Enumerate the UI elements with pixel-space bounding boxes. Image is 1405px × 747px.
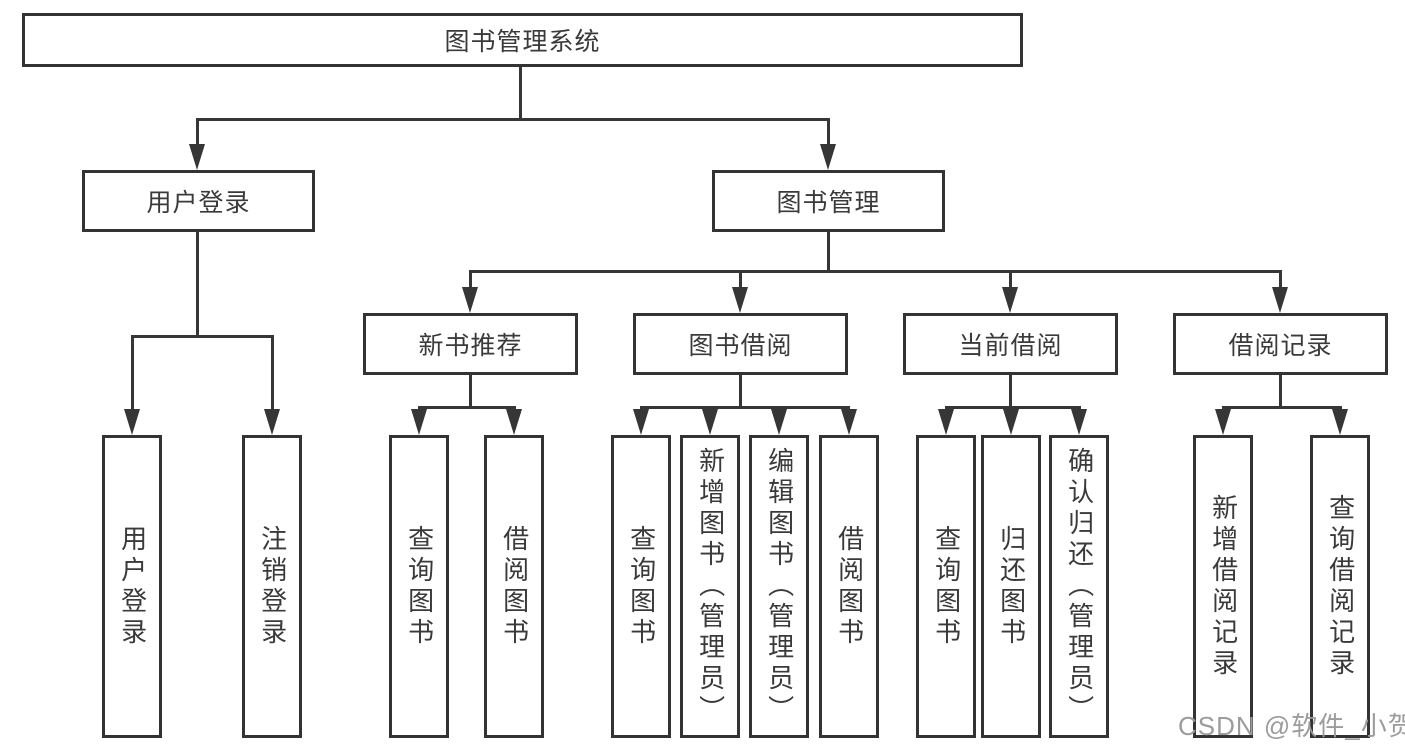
connector-line — [131, 335, 274, 338]
node-label: 查询借阅记录 — [1325, 493, 1356, 680]
node-label: 当前借阅 — [958, 332, 1063, 360]
leaf-edit-books-admin: 编辑图书（管理员） — [749, 435, 809, 738]
arrow-down-icon — [820, 144, 836, 170]
leaf-borrow-books: 借阅图书 — [819, 435, 879, 738]
connector-line — [827, 118, 830, 148]
node-user-login: 用户登录 — [82, 170, 315, 232]
connector-line — [1279, 270, 1282, 290]
node-label: 查询图书 — [404, 524, 435, 649]
leaf-query-books: 查询图书 — [916, 435, 976, 738]
arrow-down-icon — [189, 144, 205, 170]
arrow-down-icon — [732, 287, 748, 313]
node-label: 借阅图书 — [834, 524, 865, 649]
connector-line — [131, 335, 134, 411]
arrow-down-icon — [462, 287, 478, 313]
arrow-down-icon — [411, 409, 427, 435]
node-label: 用户登录 — [117, 524, 148, 649]
node-label: 新增图书（管理员） — [695, 447, 726, 726]
node-label: 借阅记录 — [1228, 332, 1333, 360]
connector-line — [196, 118, 199, 148]
leaf-user-login: 用户登录 — [102, 435, 162, 738]
csdn-watermark: CSDN @软件_小贺同学 — [1178, 711, 1405, 741]
node-current-borrowing: 当前借阅 — [903, 313, 1118, 375]
node-label: 注销登录 — [257, 524, 288, 649]
node-label: 编辑图书（管理员） — [764, 447, 795, 726]
leaf-add-books-admin: 新增图书（管理员） — [680, 435, 740, 738]
node-label: 新增借阅记录 — [1208, 493, 1239, 680]
arrow-down-icon — [1003, 409, 1019, 435]
connector-line — [739, 270, 742, 290]
connector-line — [1279, 375, 1282, 409]
node-label: 借阅图书 — [499, 524, 530, 649]
leaf-logout: 注销登录 — [242, 435, 302, 738]
leaf-query-books: 查询图书 — [611, 435, 671, 738]
node-borrowing-records: 借阅记录 — [1173, 313, 1388, 375]
node-book-management: 图书管理 — [712, 170, 945, 232]
node-label: 查询图书 — [931, 524, 962, 649]
connector-line — [945, 406, 1081, 409]
leaf-confirm-return-admin: 确认归还（管理员） — [1049, 435, 1109, 738]
connector-line — [469, 270, 472, 290]
connector-line — [1009, 270, 1012, 290]
leaf-return-books: 归还图书 — [981, 435, 1041, 738]
node-book-borrowing: 图书借阅 — [633, 313, 848, 375]
connector-line — [1009, 375, 1012, 409]
node-label: 图书借阅 — [688, 332, 793, 360]
connector-line — [418, 406, 516, 409]
node-label: 新书推荐 — [418, 332, 523, 360]
leaf-borrow-books: 借阅图书 — [484, 435, 544, 738]
node-library-management-system: 图书管理系统 — [22, 13, 1023, 67]
node-label: 查询图书 — [626, 524, 657, 649]
node-label: 归还图书 — [996, 524, 1027, 649]
connector-line — [196, 118, 830, 121]
connector-line — [519, 67, 522, 120]
arrow-down-icon — [1002, 287, 1018, 313]
connector-line — [640, 406, 850, 409]
arrow-down-icon — [938, 409, 954, 435]
connector-line — [196, 232, 199, 338]
leaf-add-borrow-record: 新增借阅记录 — [1193, 435, 1253, 738]
leaf-query-books: 查询图书 — [389, 435, 449, 738]
connector-line — [739, 375, 742, 409]
connector-line — [1222, 406, 1342, 409]
arrow-down-icon — [1215, 409, 1231, 435]
node-label: 确认归还（管理员） — [1064, 447, 1095, 726]
connector-line — [469, 270, 1282, 273]
arrow-down-icon — [264, 409, 280, 435]
arrow-down-icon — [1332, 409, 1348, 435]
node-new-book-recommend: 新书推荐 — [363, 313, 578, 375]
arrow-down-icon — [1272, 287, 1288, 313]
arrow-down-icon — [633, 409, 649, 435]
leaf-query-borrow-record: 查询借阅记录 — [1310, 435, 1370, 738]
node-label: 用户登录 — [146, 189, 251, 217]
node-label: 图书管理 — [776, 189, 881, 217]
arrow-down-icon — [124, 409, 140, 435]
arrow-down-icon — [771, 409, 787, 435]
node-label: 图书管理系统 — [444, 28, 601, 56]
arrow-down-icon — [1071, 409, 1087, 435]
arrow-down-icon — [702, 409, 718, 435]
arrow-down-icon — [506, 409, 522, 435]
connector-line — [827, 232, 830, 273]
connector-line — [271, 335, 274, 411]
connector-line — [469, 375, 472, 409]
arrow-down-icon — [841, 409, 857, 435]
